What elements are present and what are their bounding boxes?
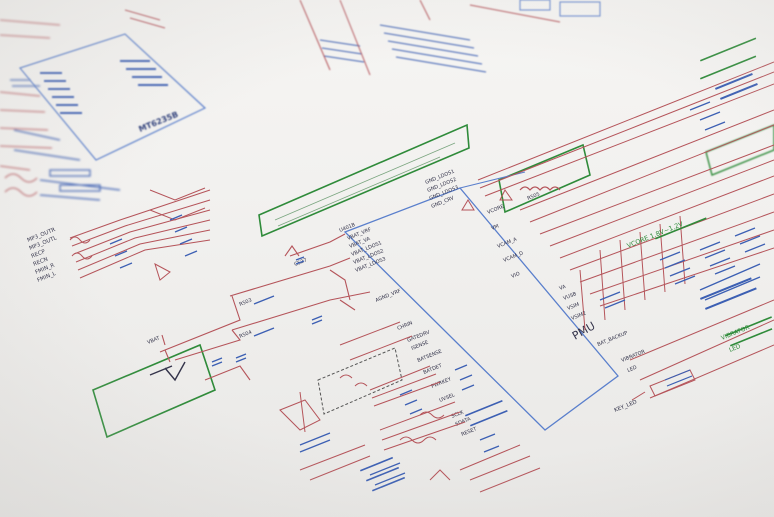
vcore-label: VCORE 1.8V~1.2V: [626, 220, 685, 250]
svg-text:PWRKEY: PWRKEY: [431, 376, 454, 390]
svg-text:BAT_BACKUP: BAT_BACKUP: [597, 330, 629, 348]
svg-text:VCAM_A: VCAM_A: [497, 236, 519, 249]
power-input-wiring: [159, 233, 371, 381]
right-green-text: [655, 37, 773, 347]
pmu-top-pins: GND_LDOS1 GND_LDOS2 GND_LDOS3 GND_CRV: [425, 169, 460, 210]
red-wire-bundle: [477, 61, 774, 399]
svg-text:BATSENSE: BATSENSE: [417, 349, 443, 364]
right-text-rows: [700, 73, 758, 310]
svg-text:SCLK: SCLK: [451, 409, 466, 420]
note-box-top: [258, 123, 470, 238]
svg-text:AGND_VRF: AGND_VRF: [375, 288, 402, 304]
left-signal-labels: MP3_OUTR MP3_OUTL RECP RECN FMIN_R FMIN_…: [27, 227, 59, 284]
pmu-label: PMU: [570, 319, 597, 342]
svg-text:VSIM2: VSIM2: [571, 310, 588, 321]
left-mid-components: [109, 214, 198, 269]
lower-wiring: [279, 321, 541, 493]
lower-text-rows: [360, 400, 508, 492]
right-components: [599, 101, 766, 309]
pmu-right-pins: VCORE VM VCAM_A VCAM_D VIO VA VUSB VSIM …: [487, 204, 647, 374]
svg-text:VSIM: VSIM: [567, 302, 581, 312]
bottom-right-net: [664, 369, 693, 387]
svg-text:RECP: RECP: [31, 249, 47, 260]
svg-text:U401B: U401B: [339, 222, 357, 234]
svg-text:RESET: RESET: [461, 426, 479, 438]
top-pin-area: [299, 0, 601, 76]
svg-text:VA: VA: [559, 284, 568, 292]
svg-text:BATDET: BATDET: [423, 363, 444, 376]
power-caps: [211, 256, 323, 367]
svg-text:VBAT: VBAT: [147, 335, 162, 346]
svg-text:VM: VM: [491, 223, 500, 231]
key-led-label: KEY_LED: [614, 399, 638, 414]
inductor-box: [498, 143, 591, 214]
left-wiring: [0, 19, 121, 201]
pmu-left-pins: VBAT_VRF VBAT_VA VBAT_LDOS1 VBAT_LDOS2 V…: [347, 227, 479, 438]
svg-text:VUSB: VUSB: [563, 291, 578, 302]
left-mid-wiring: [69, 187, 211, 281]
svg-text:RECN: RECN: [33, 257, 49, 268]
svg-text:CHRIN: CHRIN: [397, 320, 414, 332]
svg-text:VIBRATOR: VIBRATOR: [621, 349, 647, 364]
svg-text:SDATA: SDATA: [455, 416, 473, 428]
led-label: LED: [728, 343, 742, 354]
lower-components: [299, 364, 500, 486]
svg-text:VCORE: VCORE: [487, 204, 505, 216]
svg-text:LED: LED: [627, 365, 638, 374]
svg-text:R503: R503: [239, 297, 253, 307]
svg-text:VIO: VIO: [511, 271, 521, 280]
svg-text:R504: R504: [239, 329, 253, 339]
note-box-bottom: [92, 343, 216, 439]
battery-dashed-box: [317, 347, 403, 415]
bottom-right-arrows: [461, 189, 696, 401]
svg-text:R505: R505: [527, 191, 541, 201]
svg-text:UVSEL: UVSEL: [439, 392, 456, 404]
